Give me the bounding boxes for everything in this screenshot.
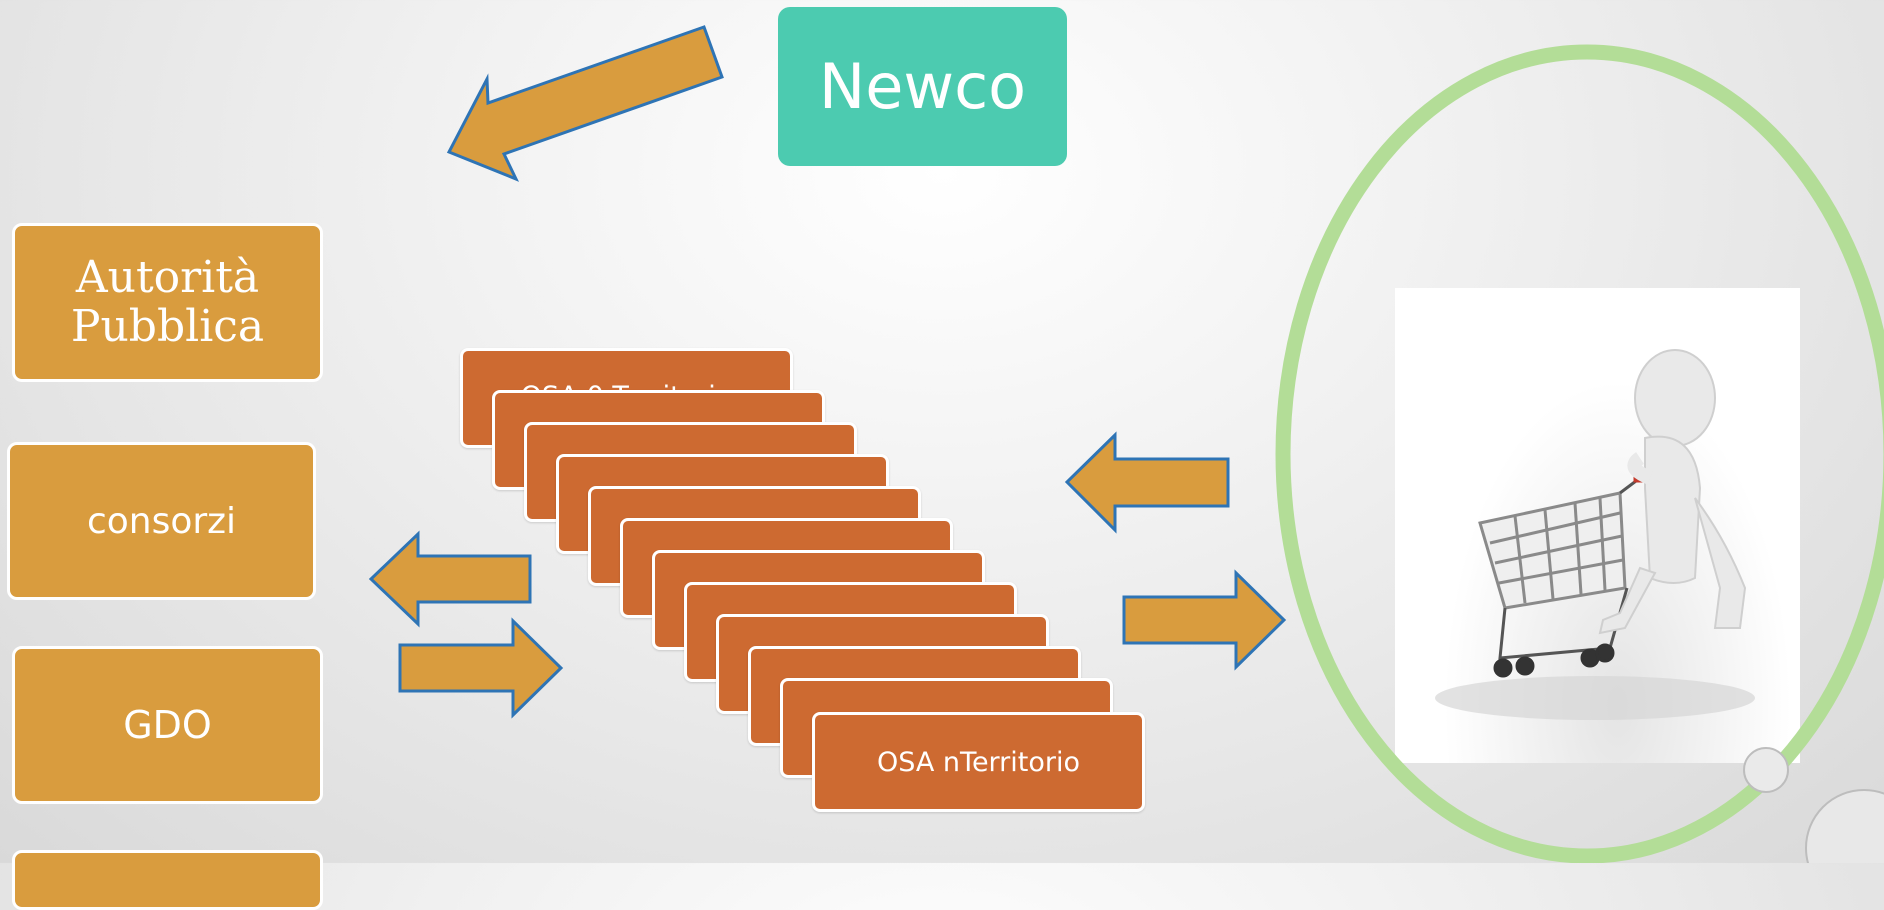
- newco-label: Newco: [818, 50, 1027, 123]
- bubble-decoration: [1743, 747, 1884, 863]
- diagram-overlay: [368, 25, 1884, 863]
- osa-last-label: OSA nTerritorio: [876, 746, 1081, 778]
- newco-box: Newco: [778, 7, 1067, 166]
- shopper-illustration: [1435, 349, 1755, 720]
- gdo-box: GDO: [12, 646, 323, 804]
- newco-arrow: [446, 25, 724, 182]
- autorita-label-line2: Pubblica: [70, 300, 265, 352]
- consorzi-box: consorzi: [7, 442, 316, 600]
- osa-card-last: OSA nTerritorio: [812, 712, 1145, 812]
- autorita-pubblica-box: Autorità Pubblica: [12, 223, 323, 382]
- right-arrow-consumer: [1122, 569, 1287, 671]
- left-arrow-consumer: [1064, 431, 1230, 534]
- consorzi-label: consorzi: [86, 500, 237, 542]
- figure-icon: [1598, 349, 1747, 635]
- autorita-label-line1: Autorità: [75, 252, 260, 304]
- gdo-label: GDO: [123, 703, 212, 747]
- right-arrow-stack: [398, 617, 564, 719]
- shopper-photo: [1395, 288, 1800, 763]
- left-arrow-consorzi: [368, 530, 532, 628]
- consumer-ellipse: [1275, 44, 1884, 863]
